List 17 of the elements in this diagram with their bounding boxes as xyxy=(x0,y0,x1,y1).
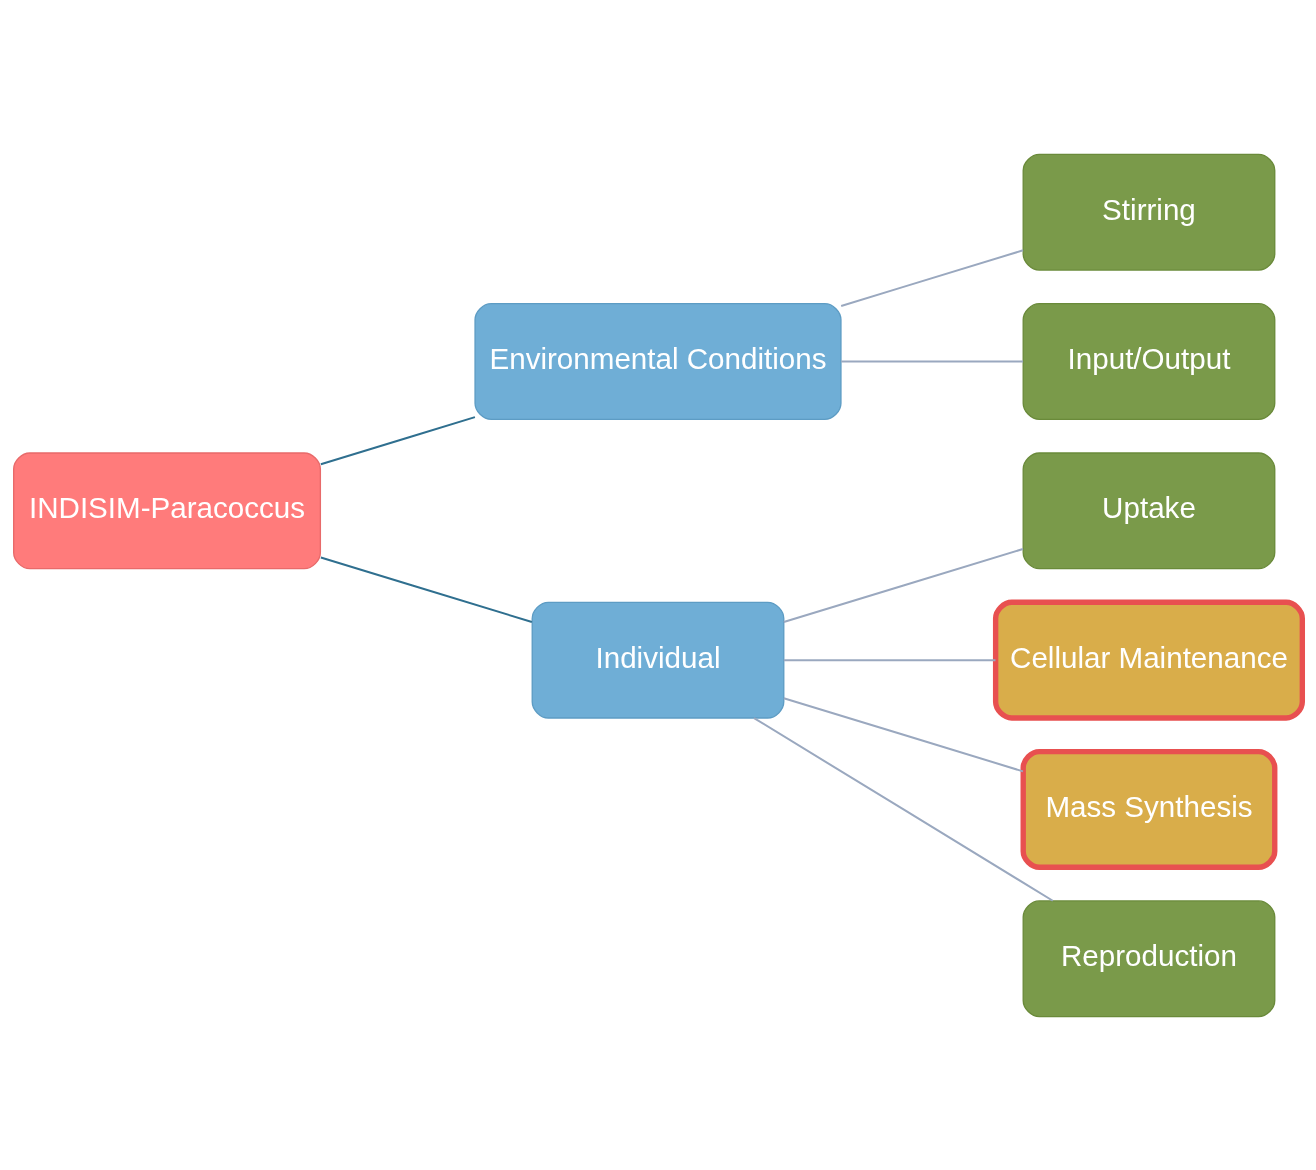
node-box: INDISIM-Paracoccus xyxy=(13,451,322,569)
node-box: Uptake xyxy=(1022,451,1276,569)
node-box: Cellular Maintenance xyxy=(992,599,1305,721)
node-box: Environmental Conditions xyxy=(474,302,842,420)
node-box: Individual xyxy=(531,601,785,719)
connector xyxy=(841,360,1024,363)
connector xyxy=(840,248,1024,307)
connector xyxy=(783,547,1024,623)
node-box: Stirring xyxy=(1022,153,1276,271)
connector xyxy=(753,716,1054,902)
node-box: Mass Synthesis xyxy=(1020,748,1278,870)
connector xyxy=(783,658,996,661)
node-box: Input/Output xyxy=(1022,302,1276,420)
connector xyxy=(783,696,1024,772)
connector xyxy=(320,556,533,623)
connector xyxy=(320,415,476,465)
node-box: Reproduction xyxy=(1022,899,1276,1017)
